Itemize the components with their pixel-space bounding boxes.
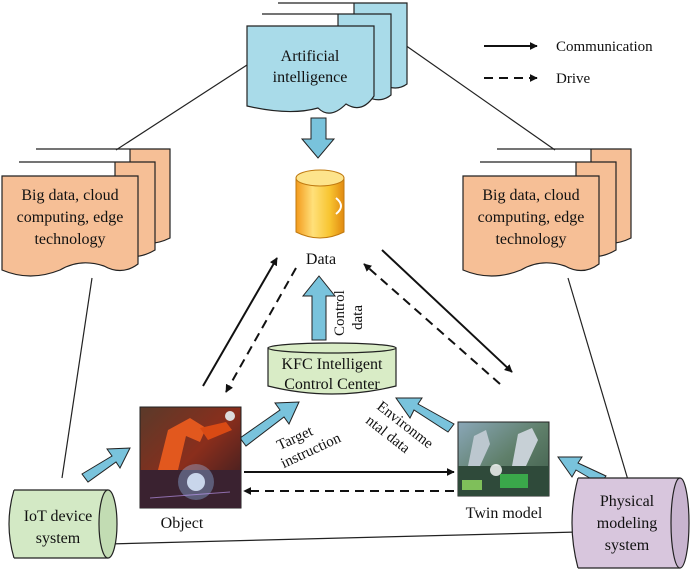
artificial-intelligence-box: Artificial intelligence xyxy=(246,2,408,114)
ai-to-data-arrow xyxy=(300,117,336,159)
target-instruction-label: Target instruction xyxy=(275,423,344,472)
ai-label-line2: intelligence xyxy=(273,69,348,86)
data-to-twin-arrow xyxy=(381,249,513,373)
bigdata-left-box: Big data, cloud computing, edge technolo… xyxy=(1,148,171,277)
bigdata-left-line2: computing, edge xyxy=(17,209,124,226)
control-center-line2: Control Center xyxy=(284,376,380,393)
twin-to-data-drive-arrow xyxy=(363,263,501,385)
svg-text:Control: Control xyxy=(332,290,348,336)
twin-model-label: Twin model xyxy=(466,505,543,522)
control-to-data-arrow xyxy=(301,275,337,341)
bigdata-right-line1: Big data, cloud xyxy=(482,187,579,204)
bigdata-left-line3: technology xyxy=(34,231,105,248)
physical-line3: system xyxy=(605,537,650,554)
control-center-line1: KFC Intelligent xyxy=(282,356,383,373)
bigdata-right-line3: technology xyxy=(495,231,566,248)
twin-model-image xyxy=(457,421,550,497)
data-label: Data xyxy=(306,251,336,268)
physical-line2: modeling xyxy=(597,515,657,532)
bigdata-left-line1: Big data, cloud xyxy=(21,187,118,204)
flow-arrows xyxy=(202,249,513,495)
iot-device-system-box: IoT device system xyxy=(8,489,118,559)
data-to-object-drive-arrow xyxy=(225,267,297,393)
ai-label-line1: Artificial xyxy=(281,48,340,65)
object-robot-image xyxy=(139,406,242,509)
legend-drive-label: Drive xyxy=(556,71,590,87)
svg-text:data: data xyxy=(350,305,366,330)
control-center-box: KFC Intelligent Control Center xyxy=(267,342,397,395)
object-to-control-arrow xyxy=(239,401,300,447)
control-data-label: Control data xyxy=(332,290,366,336)
bigdata-right-box: Big data, cloud computing, edge technolo… xyxy=(462,148,632,277)
object-label: Object xyxy=(161,515,204,532)
frame-lines xyxy=(61,44,629,545)
twin-to-control-arrow xyxy=(395,397,455,433)
bigdata-right-line2: computing, edge xyxy=(478,209,585,226)
physical-modeling-system-box: Physical modeling system xyxy=(571,477,690,569)
physical-to-twin-arrow xyxy=(557,456,607,485)
iot-line1: IoT device xyxy=(24,508,93,525)
legend-communication-label: Communication xyxy=(556,39,653,55)
data-cylinder-icon xyxy=(295,169,345,239)
physical-line1: Physical xyxy=(600,493,655,510)
iot-line2: system xyxy=(36,530,81,547)
object-to-data-arrow xyxy=(202,257,278,387)
iot-to-object-arrow xyxy=(81,447,131,483)
legend: Communication Drive xyxy=(484,39,653,87)
